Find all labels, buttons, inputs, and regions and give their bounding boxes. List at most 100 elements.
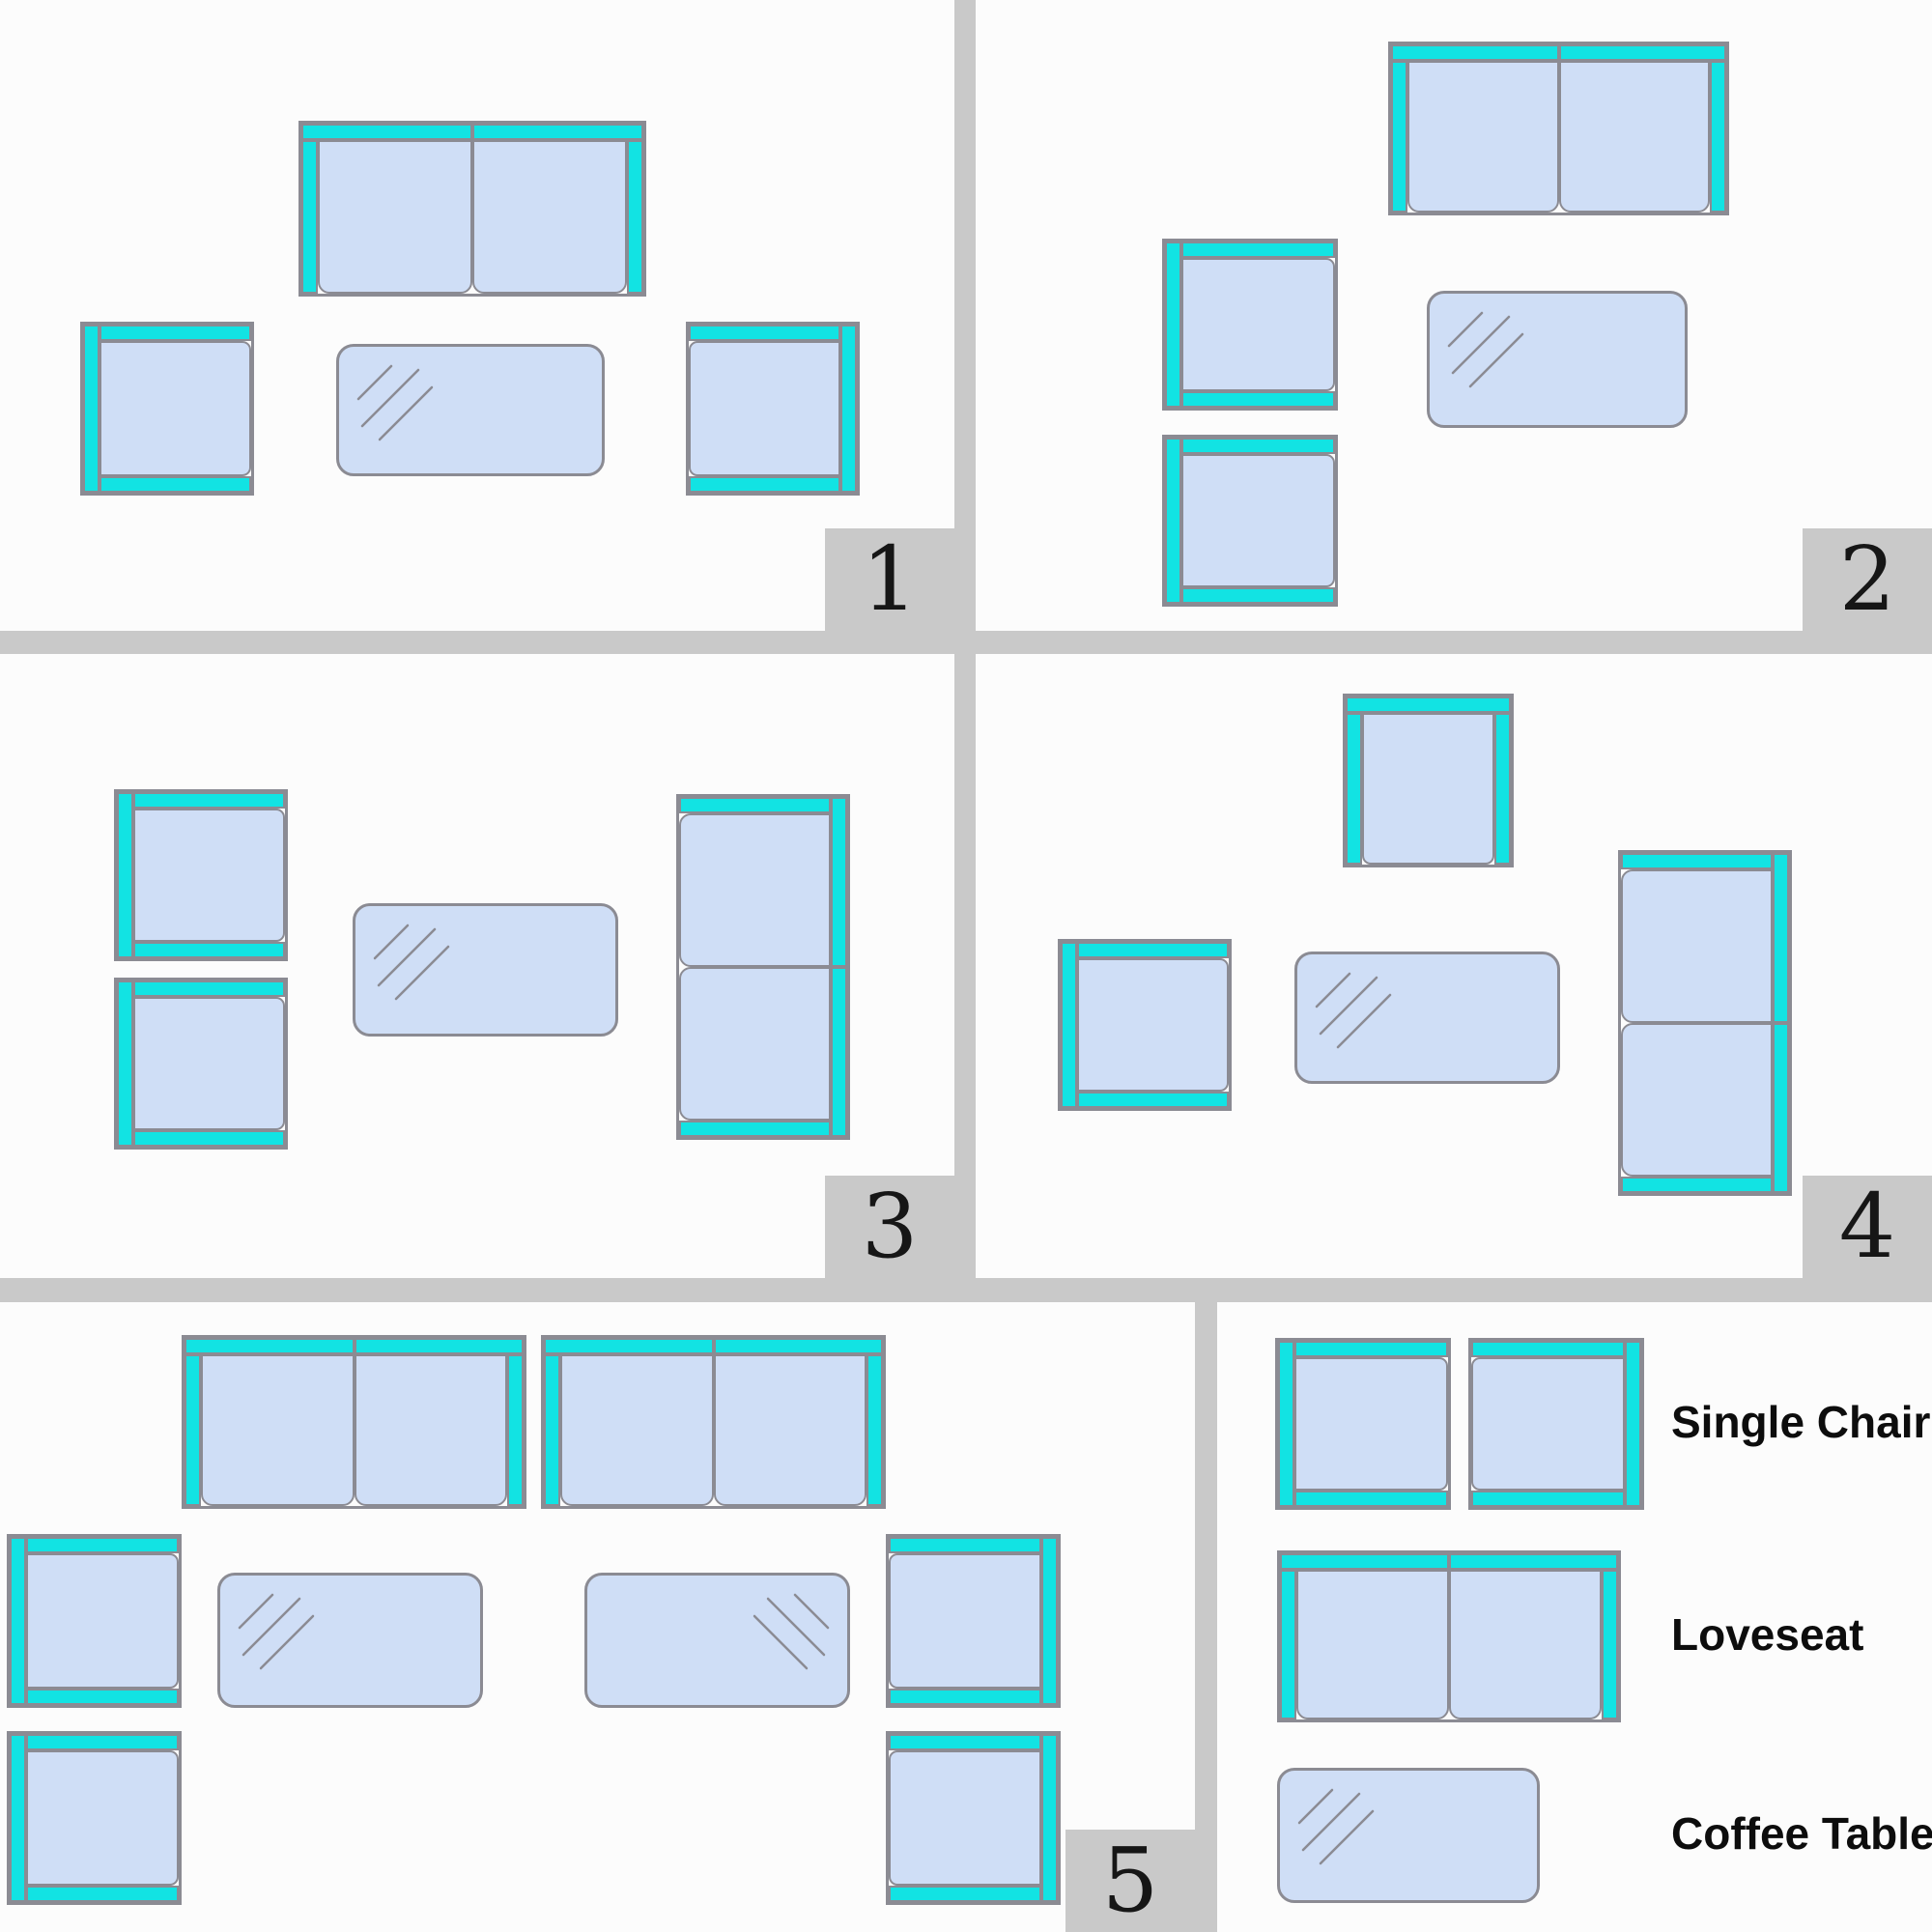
chair-arm bbox=[889, 1886, 1041, 1902]
loveseat bbox=[182, 1335, 526, 1509]
loveseat bbox=[1277, 1550, 1621, 1722]
single-chair bbox=[686, 322, 860, 496]
loveseat-arm bbox=[679, 797, 831, 813]
loveseat-back bbox=[354, 1338, 524, 1354]
chair-back bbox=[1346, 696, 1511, 713]
glass-shine-icon bbox=[753, 1593, 830, 1670]
chair-arm bbox=[99, 325, 251, 341]
coffee-table bbox=[1294, 952, 1560, 1084]
chair-seat bbox=[889, 1750, 1041, 1886]
chair-arm bbox=[889, 1734, 1041, 1750]
layout-panel-3: 3 bbox=[0, 654, 954, 1278]
chair-back bbox=[10, 1734, 26, 1902]
loveseat bbox=[1618, 850, 1792, 1196]
chair-seat bbox=[889, 1553, 1041, 1689]
panel-divider-horizontal bbox=[0, 631, 1932, 654]
single-chair bbox=[114, 789, 288, 961]
chair-arm bbox=[1494, 713, 1511, 865]
chair-seat bbox=[689, 341, 840, 476]
loveseat-back bbox=[1449, 1553, 1618, 1570]
loveseat-arm bbox=[867, 1354, 883, 1506]
chair-arm bbox=[1471, 1341, 1625, 1357]
loveseat-back bbox=[1558, 44, 1726, 61]
loveseat-back bbox=[1391, 44, 1559, 61]
panel-number: 4 bbox=[1838, 1175, 1896, 1278]
loveseat-back bbox=[713, 1338, 883, 1354]
loveseat-back bbox=[1280, 1553, 1449, 1570]
panel-number-badge: 5 bbox=[1065, 1830, 1195, 1932]
panel-number: 2 bbox=[1838, 527, 1896, 631]
chair-arm bbox=[1471, 1491, 1625, 1507]
single-chair bbox=[80, 322, 254, 496]
chair-back bbox=[1165, 438, 1181, 604]
loveseat-back bbox=[544, 1338, 714, 1354]
loveseat bbox=[1388, 42, 1729, 215]
layout-panel-5: 5 bbox=[0, 1302, 1195, 1932]
chair-arm bbox=[133, 980, 285, 997]
loveseat-cushion bbox=[1558, 61, 1710, 213]
glass-shine-icon bbox=[356, 364, 434, 441]
chair-seat bbox=[99, 341, 251, 476]
loveseat-arm bbox=[1621, 1177, 1773, 1193]
loveseat bbox=[676, 794, 850, 1140]
legend-label-loveseat: Loveseat bbox=[1671, 1609, 1864, 1660]
chair-seat bbox=[26, 1750, 179, 1886]
chair-seat bbox=[1181, 454, 1335, 587]
loveseat-cushion bbox=[1621, 1023, 1773, 1177]
loveseat-arm bbox=[627, 140, 643, 294]
coffee-table bbox=[584, 1573, 850, 1708]
legend-label-single-chair: Single Chair bbox=[1671, 1397, 1931, 1447]
layout-panel-4: 4 bbox=[976, 654, 1932, 1278]
chair-arm bbox=[1181, 438, 1335, 454]
single-chair bbox=[114, 978, 288, 1150]
chair-seat bbox=[1362, 713, 1494, 865]
chair-arm bbox=[99, 476, 251, 493]
single-chair bbox=[1468, 1338, 1644, 1510]
panel-number-badge: 1 bbox=[825, 528, 954, 631]
glass-shine-icon bbox=[373, 923, 450, 1001]
panel-number: 1 bbox=[861, 527, 919, 631]
chair-arm bbox=[689, 476, 840, 493]
single-chair bbox=[7, 1534, 182, 1708]
panel-number-badge: 4 bbox=[1803, 1176, 1932, 1278]
loveseat-cushion bbox=[201, 1354, 355, 1506]
loveseat-cushion bbox=[679, 813, 831, 967]
chair-back bbox=[83, 325, 99, 493]
chair-back bbox=[10, 1537, 26, 1705]
chair-seat bbox=[133, 809, 285, 942]
loveseat-arm bbox=[1280, 1570, 1296, 1719]
chair-back bbox=[117, 980, 133, 1147]
chair-seat bbox=[133, 997, 285, 1130]
chair-arm bbox=[689, 325, 840, 341]
loveseat-arm bbox=[1602, 1570, 1618, 1719]
single-chair bbox=[1275, 1338, 1451, 1510]
glass-shine-icon bbox=[238, 1593, 315, 1670]
loveseat-arm bbox=[1391, 61, 1407, 213]
loveseat-back bbox=[1773, 853, 1789, 1023]
panel-divider-vertical bbox=[1195, 1302, 1217, 1932]
panel-divider-horizontal bbox=[0, 1278, 1932, 1302]
chair-seat bbox=[1077, 958, 1229, 1092]
loveseat-arm bbox=[185, 1354, 201, 1506]
chair-back bbox=[1165, 242, 1181, 408]
chair-arm bbox=[133, 1130, 285, 1147]
chair-arm bbox=[26, 1689, 179, 1705]
glass-shine-icon bbox=[1447, 311, 1524, 388]
chair-arm bbox=[889, 1537, 1041, 1553]
loveseat-arm bbox=[679, 1121, 831, 1137]
single-chair bbox=[7, 1731, 182, 1905]
loveseat-cushion bbox=[1449, 1570, 1602, 1719]
chair-arm bbox=[1181, 242, 1335, 258]
chair-seat bbox=[1181, 258, 1335, 391]
legend-panel: Single Chair Loveseat Coffee Table bbox=[1217, 1302, 1932, 1932]
chair-arm bbox=[889, 1689, 1041, 1705]
loveseat-back bbox=[301, 124, 472, 140]
chair-back bbox=[840, 325, 857, 493]
chair-arm bbox=[1077, 942, 1229, 958]
loveseat-arm bbox=[544, 1354, 560, 1506]
loveseat-arm bbox=[1710, 61, 1726, 213]
loveseat-back bbox=[1773, 1023, 1789, 1193]
chair-back bbox=[1041, 1537, 1058, 1705]
loveseat-cushion bbox=[1621, 869, 1773, 1023]
